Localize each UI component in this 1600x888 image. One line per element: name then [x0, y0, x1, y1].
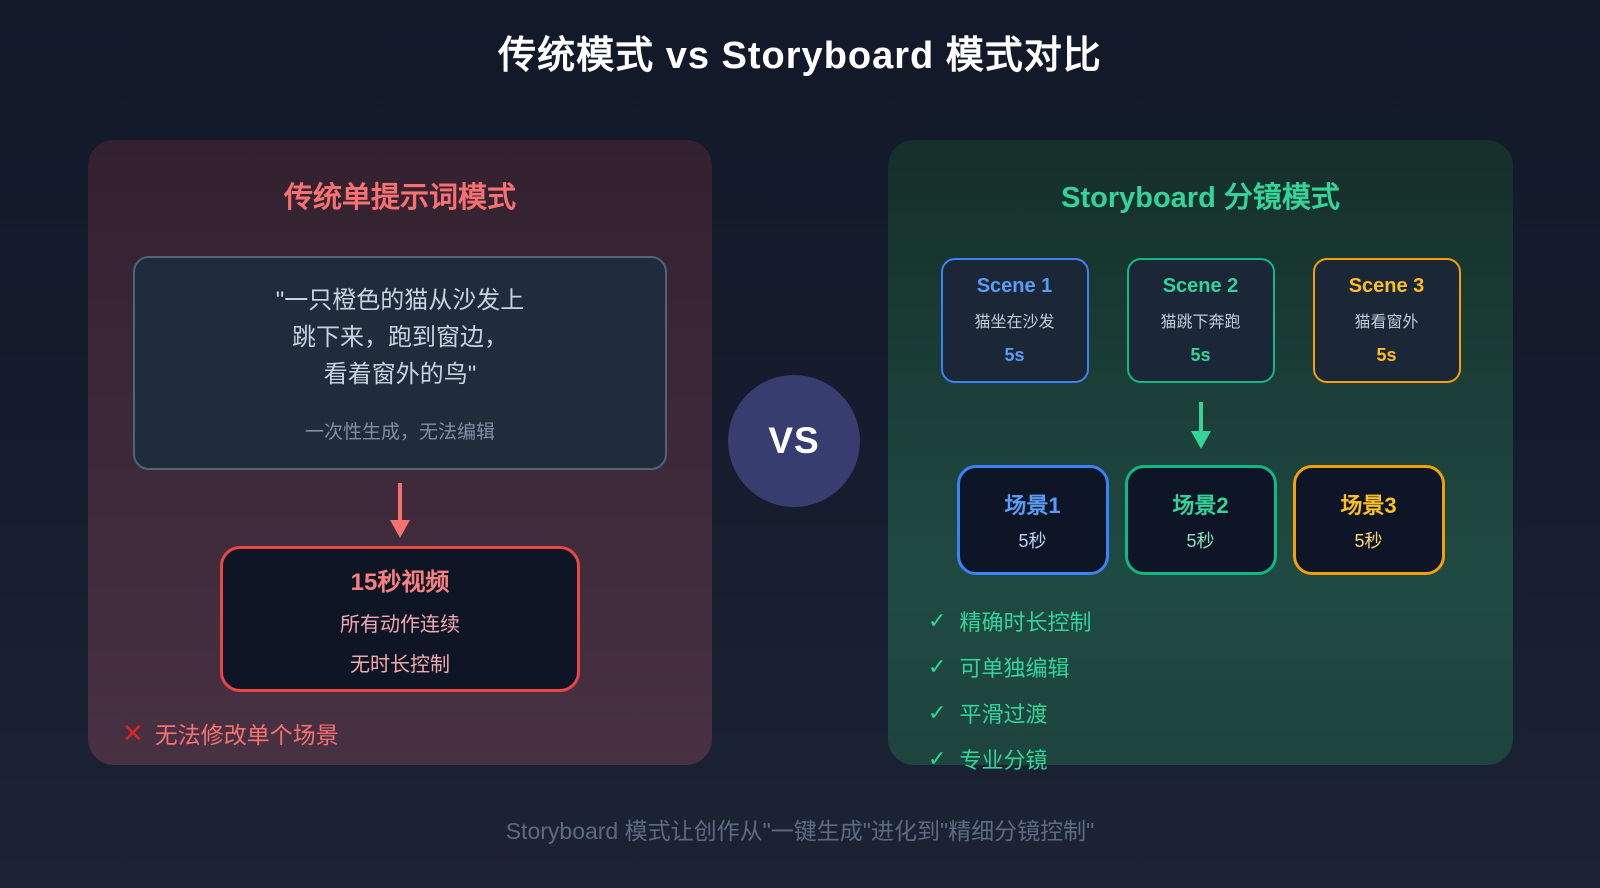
footer-caption: Storyboard 模式让创作从"一键生成"进化到"精细分镜控制": [505, 818, 1095, 844]
result-line: 所有动作连续: [340, 613, 460, 636]
benefit-text: 专业分镜: [959, 748, 1048, 773]
drawback-note: ✕ 无法修改单个场景: [122, 716, 712, 750]
traditional-panel-title: 传统单提示词模式: [283, 182, 516, 214]
clip-name: 场景2: [1172, 492, 1229, 518]
scene-desc: 猫看窗外: [1354, 314, 1419, 331]
traditional-panel: 传统单提示词模式 "一只橙色的猫从沙发上 跳下来，跑到窗边， 看着窗外的鸟" 一…: [88, 140, 712, 765]
scene-card-3: Scene 3 猫看窗外 5s: [1312, 258, 1461, 383]
clip-card-1: 场景1 5秒: [956, 465, 1109, 575]
clip-duration: 5秒: [1186, 530, 1215, 551]
benefit-text: 可单独编辑: [959, 656, 1070, 681]
check-icon: ✓: [928, 608, 947, 633]
scene-row: Scene 1 猫坐在沙发 5s Scene 2 猫跳下奔跑 5s Scene …: [888, 258, 1513, 383]
check-icon: ✓: [928, 700, 947, 725]
scene-desc: 猫坐在沙发: [974, 314, 1055, 331]
benefit-list: ✓ 精确时长控制 ✓ 可单独编辑 ✓ 平滑过渡 ✓ 专业分镜: [928, 605, 1513, 775]
scene-card-1: Scene 1 猫坐在沙发 5s: [940, 258, 1089, 383]
down-arrow-icon: [1190, 402, 1211, 449]
prompt-line: "一只橙色的猫从沙发上: [275, 287, 525, 314]
cross-icon: ✕: [122, 718, 144, 748]
drawback-text: 无法修改单个场景: [154, 722, 339, 748]
clip-name: 场景1: [1004, 492, 1061, 518]
check-icon: ✓: [928, 746, 947, 771]
traditional-result-box: 15秒视频 所有动作连续 无时长控制: [220, 546, 580, 692]
scene-duration: 5s: [1004, 345, 1025, 365]
page-title: 传统模式 vs Storyboard 模式对比: [498, 35, 1102, 77]
scene-desc: 猫跳下奔跑: [1160, 314, 1241, 331]
storyboard-panel: Storyboard 分镜模式 Scene 1 猫坐在沙发 5s Scene 2…: [888, 140, 1513, 773]
down-arrow-icon: [390, 483, 410, 538]
check-icon: ✓: [928, 654, 947, 679]
benefit-text: 平滑过渡: [959, 702, 1048, 727]
scene-card-2: Scene 2 猫跳下奔跑 5s: [1126, 258, 1275, 383]
clip-name: 场景3: [1340, 492, 1397, 518]
scene-duration: 5s: [1190, 345, 1211, 365]
benefit-item: ✓ 可单独编辑: [928, 651, 1513, 683]
result-title: 15秒视频: [350, 568, 450, 596]
scene-name: Scene 2: [1162, 275, 1239, 297]
scene-name: Scene 3: [1348, 275, 1425, 297]
benefit-item: ✓ 平滑过渡: [928, 697, 1513, 729]
scene-name: Scene 1: [976, 275, 1053, 297]
prompt-note: 一次性生成，无法编辑: [304, 422, 495, 443]
clip-card-2: 场景2 5秒: [1124, 465, 1277, 575]
result-line: 无时长控制: [350, 653, 450, 676]
clip-duration: 5秒: [1354, 530, 1383, 551]
benefit-item: ✓ 专业分镜: [928, 743, 1513, 775]
prompt-box: "一只橙色的猫从沙发上 跳下来，跑到窗边， 看着窗外的鸟" 一次性生成，无法编辑: [133, 256, 667, 470]
storyboard-panel-title: Storyboard 分镜模式: [1061, 182, 1340, 214]
scene-duration: 5s: [1376, 345, 1397, 365]
clip-card-3: 场景3 5秒: [1292, 465, 1445, 575]
clip-duration: 5秒: [1018, 530, 1047, 551]
prompt-line: 跳下来，跑到窗边，: [292, 324, 508, 351]
prompt-line: 看着窗外的鸟": [323, 361, 477, 388]
clip-row: 场景1 5秒 场景2 5秒 场景3 5秒: [888, 465, 1513, 575]
benefit-text: 精确时长控制: [959, 610, 1092, 635]
vs-badge: VS: [728, 375, 860, 507]
benefit-item: ✓ 精确时长控制: [928, 605, 1513, 637]
